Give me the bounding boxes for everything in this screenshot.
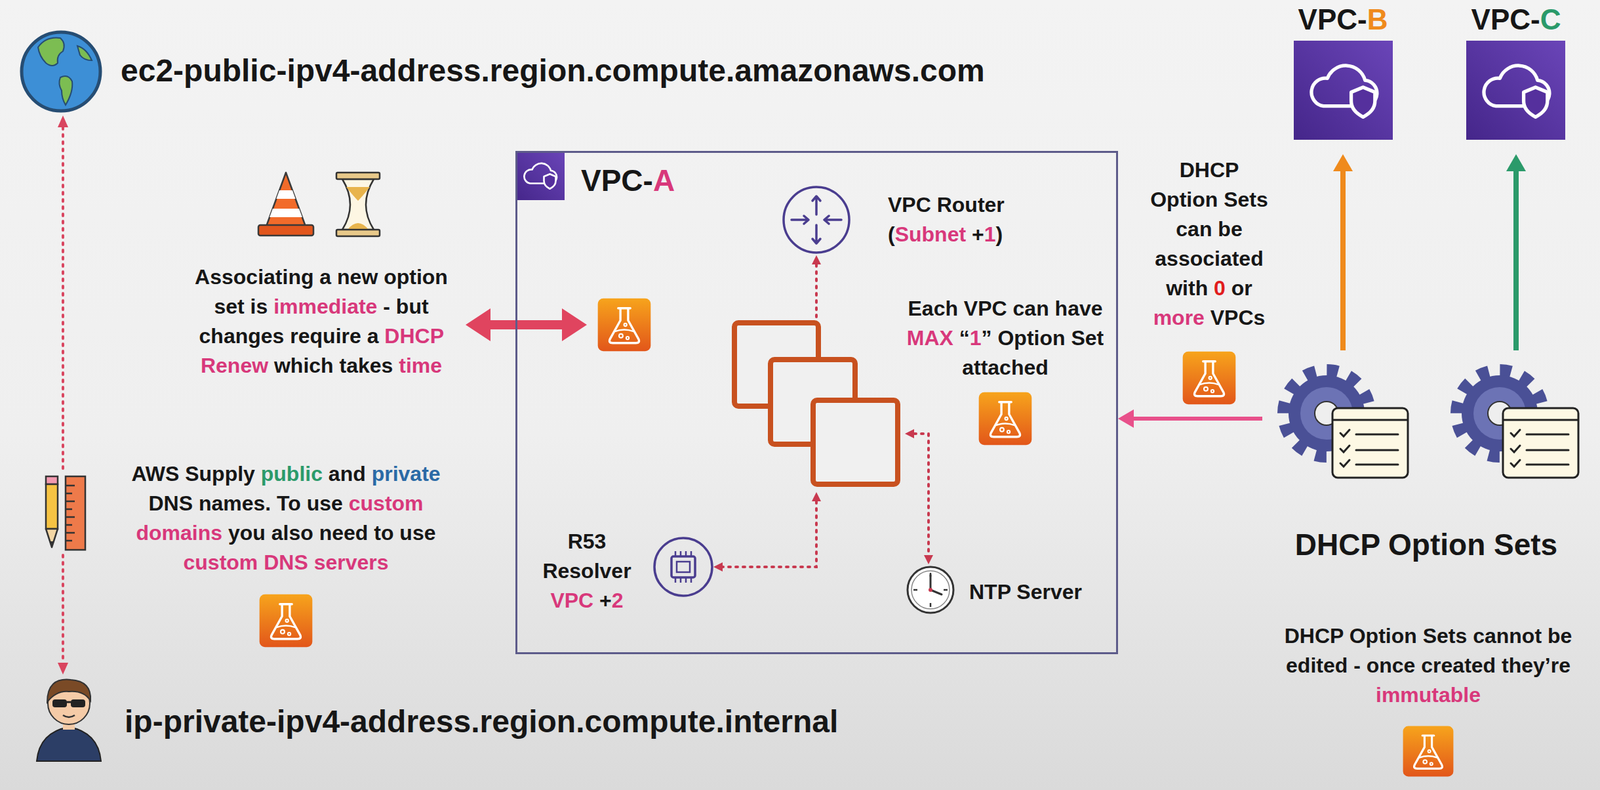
text-holder: DHCP Option Sets can be associated with … [1143,155,1275,333]
text-holder: DHCP Option Sets cannot be edited - once… [1283,620,1573,710]
text-highlight: DNS [263,550,309,574]
dotted-arrow [713,255,934,572]
text-highlight: B [1367,3,1389,36]
vpc-node: VPC-C [1460,2,1572,140]
option-set-icon [259,594,313,648]
resolver-icon [654,537,713,596]
gear-icon [1457,371,1579,478]
option-sets-group: DHCP Option Sets [1262,359,1591,566]
arrow-head [1118,409,1134,428]
gear-icon [1284,371,1408,478]
text-holder: Each VPC can have MAX “1” Option Set att… [903,293,1107,383]
text-holder: ip-private-ipv4-address.region.compute.i… [124,701,839,741]
router-icon [783,186,850,253]
instances-icon [734,322,898,484]
connector [1333,154,1353,351]
callout-note: AWS Supply public and private DNS names.… [112,459,460,578]
arrow-head [1333,154,1353,172]
callout-note: Each VPC can have MAX “1” Option Set att… [903,293,1107,383]
vpc-node: VPC-B [1287,2,1399,140]
text-highlight: public [260,461,323,486]
connector [1506,154,1526,351]
private-dns-name: ip-private-ipv4-address.region.compute.i… [124,701,839,741]
option-set-icon [1182,351,1237,405]
hourglass-icon [336,172,380,237]
group-title: DHCP Option Sets [1295,527,1558,562]
text-highlight: private [371,461,441,486]
text-highlight: 1 [969,325,982,350]
text-highlight: VPC [550,588,594,612]
text-highlight: C [1540,3,1562,36]
text-highlight: 2 [611,588,624,612]
vpc-title: VPC-C [1471,2,1562,37]
text-highlight: DHCP [384,323,444,348]
text-highlight: time [398,353,442,378]
text-holder: R53 Resolver VPC +2 [531,526,643,616]
vpc-title: VPC-B [1298,2,1389,37]
callout-note: DHCP Option Sets can be associated with … [1143,155,1275,333]
text-highlight: custom [348,491,424,515]
connector-line [1340,169,1346,351]
option-set-icon [979,392,1033,446]
text-highlight: servers [314,550,389,574]
callout-note: Associating a new option set is immediat… [177,262,466,381]
router-label: VPC Router (Subnet +1) [887,190,1033,250]
public-dns-name: ec2-public-ipv4-address.region.compute.a… [120,51,985,91]
text-holder: NTP Server [969,577,1082,607]
arrow-head [1506,154,1526,172]
vpc-title: VPC-A [580,161,675,199]
connector-line [1513,169,1519,351]
dotted-arrow [57,115,69,675]
text-highlight: immediate [273,294,378,319]
cone-icon [258,172,314,236]
person-icon [36,679,101,761]
text-holder: VPC Router (Subnet +1) [887,190,1033,250]
text-holder: VPC-C [1460,2,1572,37]
text-holder: DHCP Option Sets [1262,527,1591,562]
text-highlight: more [1153,305,1205,330]
connector [1118,409,1263,428]
pencil-ruler-icon [45,476,86,550]
connector-line [1132,416,1263,421]
callout-note: DHCP Option Sets cannot be edited - once… [1283,620,1573,710]
text-holder: AWS Supply public and private DNS names.… [112,459,460,578]
option-set-icon [1403,725,1454,777]
text-holder: Associating a new option set is immediat… [177,262,466,381]
text-highlight: 1 [984,222,997,246]
text-holder: ec2-public-ipv4-address.region.compute.a… [120,51,985,91]
text-highlight: domains [136,520,223,545]
ntp-label: NTP Server [969,577,1082,607]
text-holder: VPC-B [1287,2,1399,37]
globe-icon [21,32,101,111]
vpc-icon [1293,40,1393,140]
vpc-icon [515,150,565,200]
text-highlight: Subnet [895,222,966,246]
option-set-icon [598,298,652,352]
text-highlight: A [653,163,675,198]
text-highlight: 0 [1213,276,1226,300]
vpc-icon [1466,40,1566,140]
clock-icon [907,566,954,613]
text-highlight: Renew [200,353,269,378]
double-arrow [465,308,587,341]
text-highlight: immutable [1375,682,1481,707]
text-highlight: custom [182,550,258,574]
text-highlight: MAX [906,325,954,350]
resolver-label: R53 Resolver VPC +2 [531,526,643,616]
text-holder: VPC-A [580,161,675,199]
